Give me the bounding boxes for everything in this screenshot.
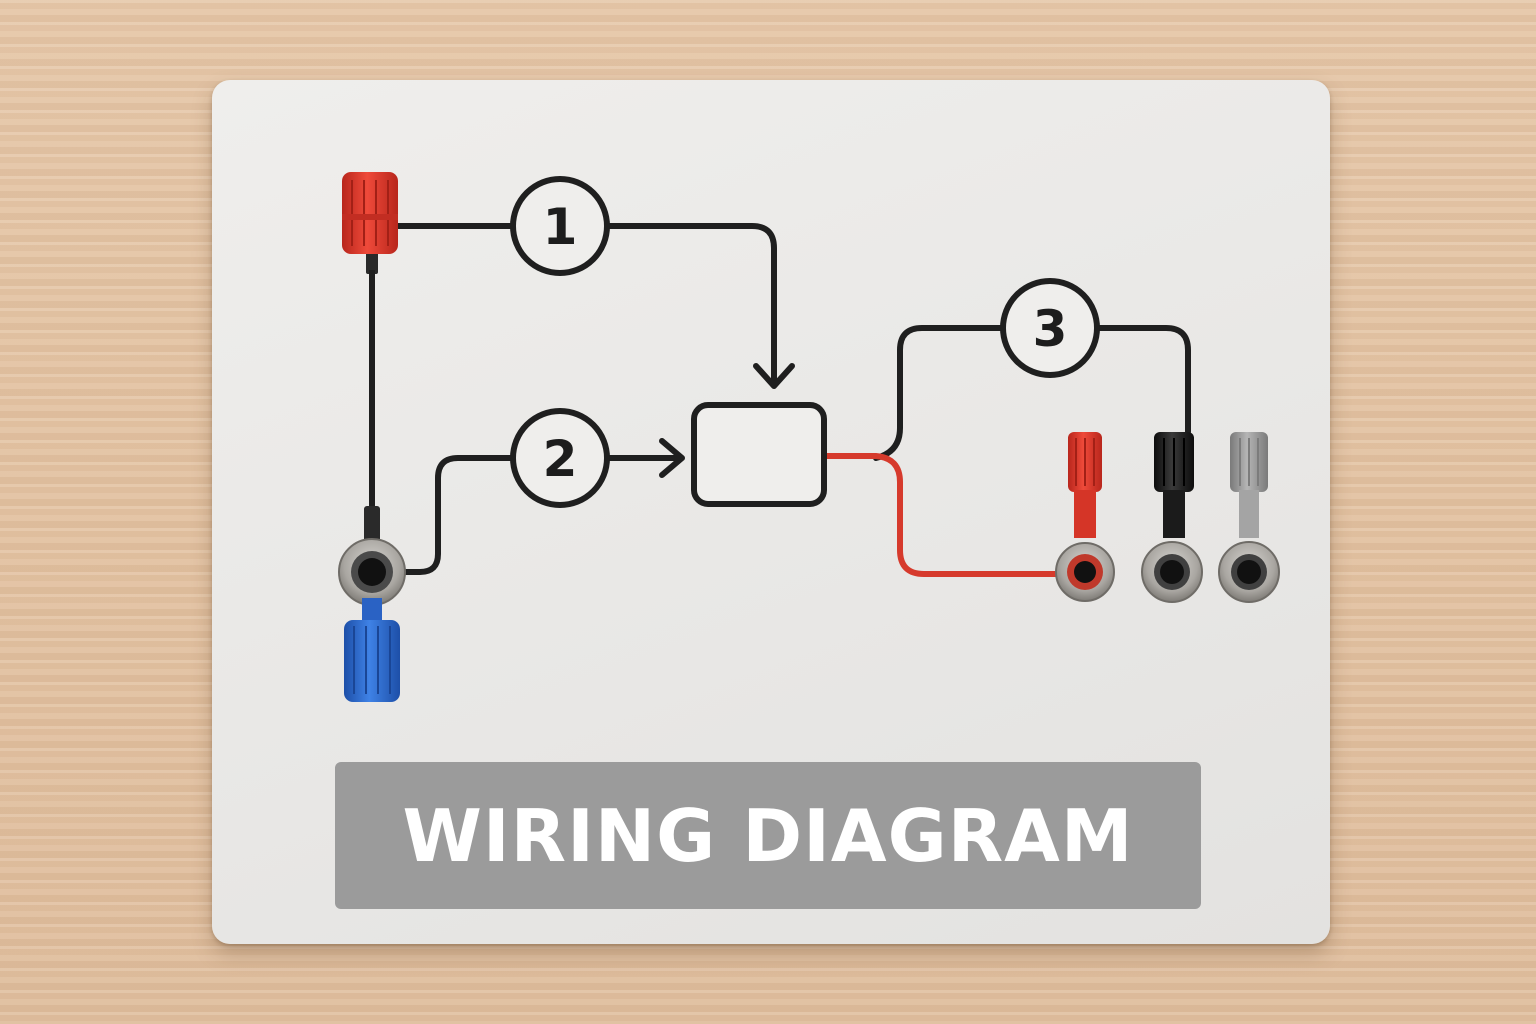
diagram-title: WIRING DIAGRAM — [402, 793, 1134, 878]
red-plug-top-left[interactable] — [342, 172, 398, 254]
title-plate: WIRING DIAGRAM — [335, 762, 1201, 909]
wire-3 — [873, 325, 1191, 461]
step-badge-1: 1 — [510, 176, 610, 276]
step-badge-3: 3 — [1000, 278, 1100, 378]
wire-left-vertical — [364, 252, 380, 542]
wire-red — [821, 453, 1061, 577]
jack-right-red[interactable] — [1055, 542, 1115, 602]
jack-right-black[interactable] — [1141, 541, 1203, 603]
jack-right-grey[interactable] — [1218, 541, 1280, 603]
jack-left[interactable] — [338, 538, 406, 606]
arrow-1 — [753, 363, 795, 389]
step-number-1: 1 — [543, 198, 578, 256]
grey-plug-right[interactable] — [1230, 432, 1268, 538]
arrow-2 — [659, 438, 685, 478]
wire-1 — [393, 223, 777, 387]
wire-2 — [393, 455, 681, 575]
step-number-2: 2 — [543, 430, 578, 488]
step-badge-2: 2 — [510, 408, 610, 508]
step-number-3: 3 — [1033, 300, 1068, 358]
component-box — [691, 402, 827, 507]
blue-plug-bottom-left[interactable] — [344, 598, 400, 702]
red-plug-right[interactable] — [1068, 432, 1102, 538]
black-plug-right[interactable] — [1154, 432, 1194, 538]
